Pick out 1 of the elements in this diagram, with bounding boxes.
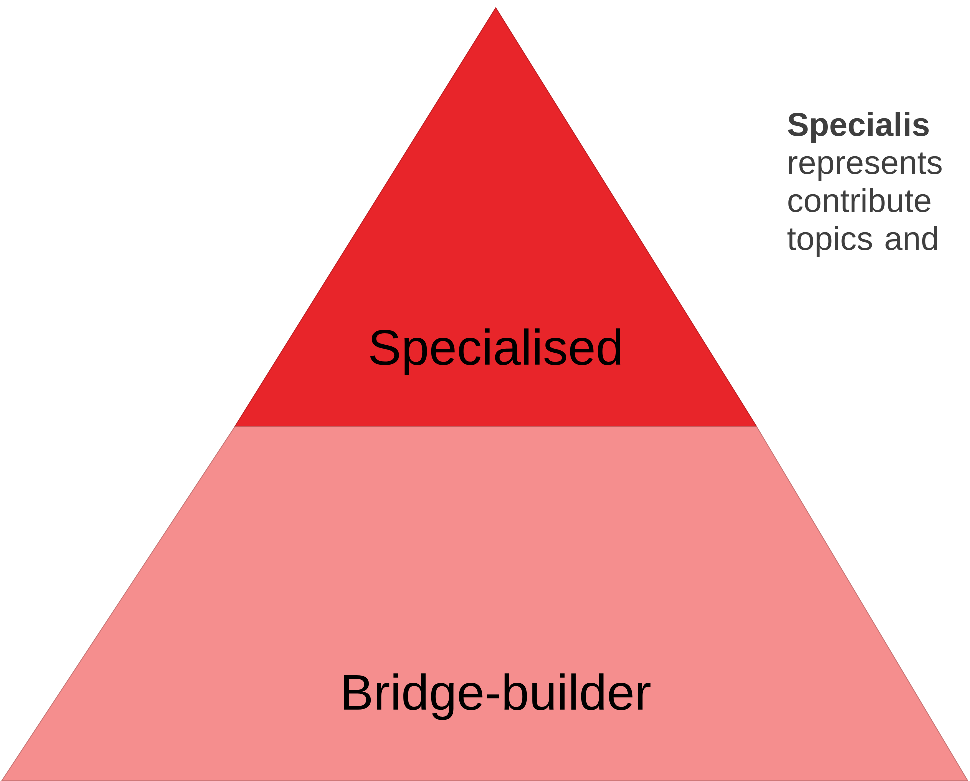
description-text: Specialis represents contribute topics and bbox=[788, 112, 942, 257]
